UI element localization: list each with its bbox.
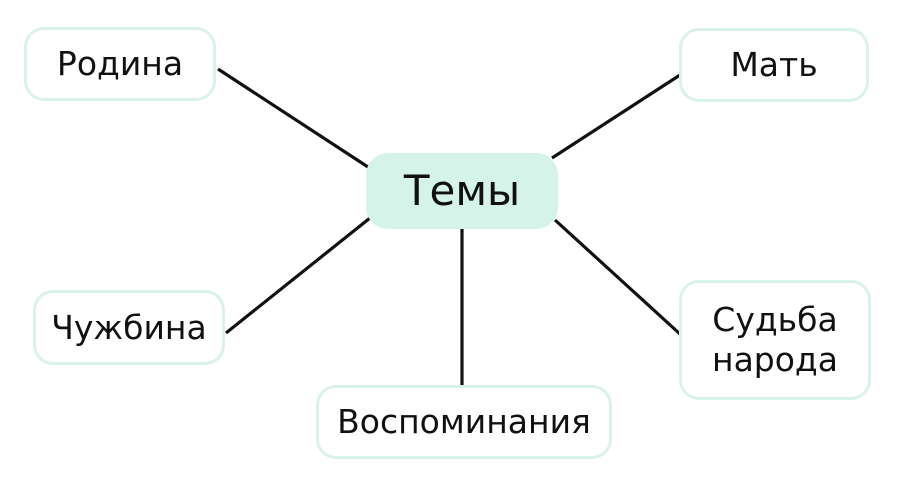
node-mat: Мать: [679, 28, 869, 102]
node-chuzhbina-label: Чужбина: [51, 307, 207, 347]
edge-rodina: [217, 67, 369, 169]
edge-sudba-naroda: [553, 218, 682, 336]
node-rodina-label: Родина: [56, 44, 184, 84]
node-sudba-naroda-label: Судьба народа: [712, 300, 838, 379]
node-vospominaniya-label: Воспоминания: [337, 402, 591, 442]
center-node-temy: Темы: [366, 153, 558, 229]
node-chuzhbina: Чужбина: [33, 290, 225, 365]
node-mat-label: Мать: [730, 45, 818, 85]
center-node-label: Темы: [403, 166, 521, 215]
node-vospominaniya: Воспоминания: [316, 385, 612, 459]
node-rodina: Родина: [24, 27, 216, 101]
edge-chuzhbina: [225, 216, 371, 335]
edge-mat: [551, 73, 681, 160]
node-sudba-naroda: Судьба народа: [679, 280, 871, 400]
